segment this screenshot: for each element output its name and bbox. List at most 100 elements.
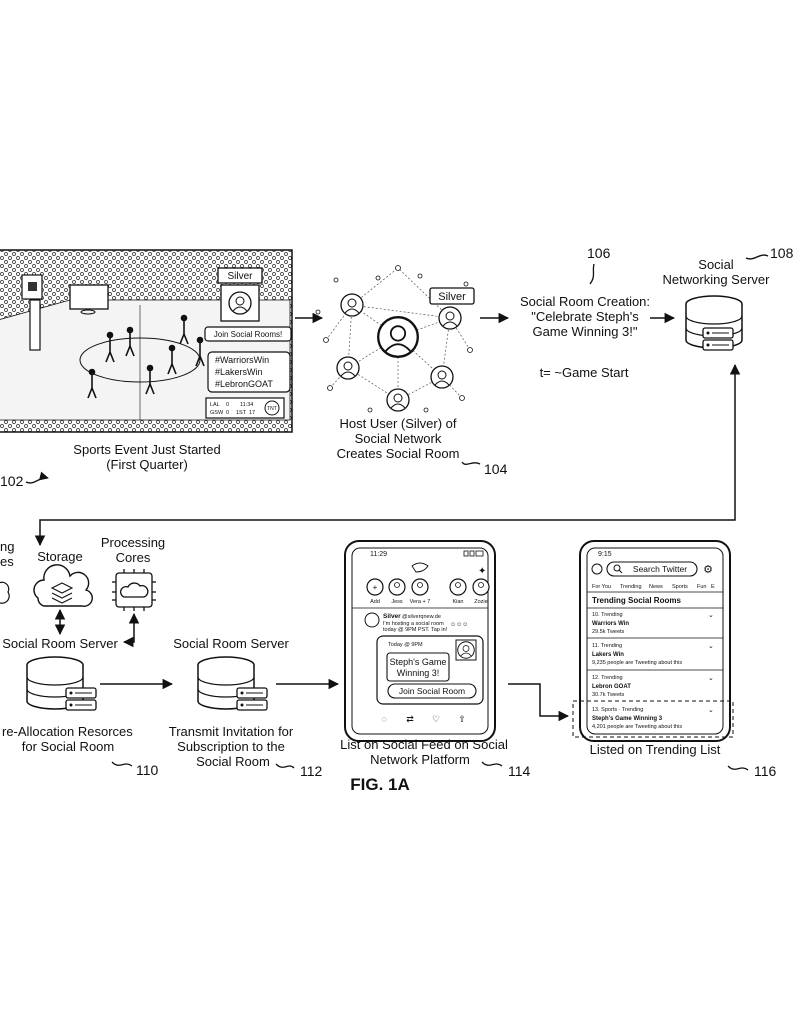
- trend-item[interactable]: 11. Trending Lakers Win 9,235 people are…: [587, 637, 723, 666]
- resources-caption-2: for Social Room: [22, 739, 114, 754]
- story-label-kian: Kian: [452, 599, 463, 605]
- feed-caption-1: List on Social Feed on Social: [340, 737, 508, 752]
- post-text-2: today @ 9PM PST. Tap in!: [383, 627, 448, 633]
- backboard: [69, 284, 109, 310]
- trend-meta: 12. Trending: [592, 675, 623, 681]
- partial-label-1: ng: [0, 539, 14, 554]
- silver-tag: [217, 267, 263, 284]
- sports-caption-1: Sports Event Just Started: [73, 442, 220, 457]
- storage-layers-icon: [50, 582, 74, 604]
- scoreboard-lal: LAL: [210, 402, 220, 408]
- ref-116-leader: [727, 765, 749, 771]
- reply-icon[interactable]: ◌: [381, 714, 386, 724]
- join-social-rooms-label: Join Social Rooms!: [214, 330, 282, 339]
- invite-caption-1: Transmit Invitation for: [169, 724, 294, 739]
- story-zozie[interactable]: [472, 578, 490, 596]
- trend-count: 4,201 people are Tweeting about this: [592, 724, 682, 730]
- sports-caption-2: (First Quarter): [106, 457, 188, 472]
- like-icon[interactable]: ♡: [432, 714, 440, 724]
- member-avatar-2: [438, 306, 462, 330]
- processor-chip-icon: [112, 569, 156, 611]
- share-icon[interactable]: ⇧: [458, 714, 466, 724]
- partial-resource-icon: [0, 581, 10, 604]
- trend-chevron-icon[interactable]: ⌄: [708, 643, 714, 650]
- join-social-rooms-button[interactable]: [204, 326, 292, 342]
- card-host-avatar-icon: [457, 641, 475, 659]
- ref-110: 110: [136, 762, 159, 778]
- tab-sports[interactable]: Sports: [672, 584, 688, 590]
- search-icon: [613, 564, 621, 572]
- server108-line-2: Networking Server: [663, 272, 771, 287]
- partial-label-2: es: [0, 554, 14, 569]
- emoji-icons: ☺☺☺: [450, 622, 468, 628]
- cores-arrow: [122, 612, 140, 648]
- tab-fun[interactable]: Fun: [697, 584, 706, 590]
- trend-item[interactable]: 12. Trending Lebron GOAT 30.7k Tweets ⌄: [587, 669, 723, 698]
- hashtag-1: #WarriorsWin: [215, 355, 269, 365]
- ref-112-leader: [275, 763, 295, 769]
- trend-chevron-icon[interactable]: ⌄: [708, 675, 714, 682]
- tab-news[interactable]: News: [649, 584, 663, 590]
- sparkle-icon[interactable]: ✦: [478, 566, 486, 577]
- trend-title: Lakers Win: [592, 652, 624, 658]
- story-label-jess: Jess: [391, 599, 403, 605]
- bird-icon: [411, 562, 429, 573]
- story-label-add: Add: [370, 599, 380, 605]
- host-avatar: [377, 316, 419, 358]
- trend-status-time: 9:15: [598, 551, 612, 558]
- trend-count: 30.7k Tweets: [592, 692, 625, 698]
- ref-114-leader: [481, 761, 503, 767]
- server108-line-1: Social: [698, 257, 734, 272]
- trend-title: Warriors Win: [592, 621, 629, 627]
- scoreboard-lal-score: 0: [226, 402, 229, 408]
- story-add[interactable]: [366, 578, 384, 596]
- storage-label: Storage: [37, 549, 83, 564]
- connector-108-110: [34, 363, 741, 547]
- trend-item[interactable]: 13. Sports · Trending Steph's Game Winni…: [592, 707, 714, 730]
- ref-106: 106: [587, 245, 611, 261]
- join-social-room-button[interactable]: [387, 683, 477, 699]
- add-story-icon: +: [373, 583, 378, 592]
- silver-host-tag: [429, 287, 475, 305]
- trend-chevron-icon[interactable]: ⌄: [708, 707, 714, 714]
- story-jess[interactable]: [388, 578, 406, 596]
- arrow-114-116: [508, 683, 570, 722]
- scoreboard-gsw-score: 0: [226, 410, 229, 416]
- story-kian[interactable]: [449, 578, 467, 596]
- invite-caption-2: Subscription to the: [177, 739, 285, 754]
- story-vera[interactable]: [411, 578, 429, 596]
- settings-gear-icon[interactable]: ⚙: [703, 564, 713, 576]
- ref-116: 116: [754, 763, 777, 779]
- profile-avatar[interactable]: [591, 563, 603, 575]
- figure-label: FIG. 1A: [350, 775, 410, 794]
- member-avatar-5: [386, 388, 410, 412]
- member-avatar-1: [340, 293, 364, 317]
- feed-status-icons: [463, 550, 484, 557]
- scoreboard-gsw: GSW: [210, 410, 224, 416]
- social-feed-phone: 11:29 ✦ + Add Jess Vera + 7 Kian Zozie S…: [344, 540, 496, 742]
- cores-label-1: Processing: [101, 535, 165, 550]
- tab-e[interactable]: E: [711, 584, 715, 590]
- sports-event-panel: Silver Join Social Rooms! #WarriorsWin #…: [0, 249, 293, 433]
- trend-chevron-icon[interactable]: ⌄: [708, 612, 714, 619]
- ref-112: 112: [300, 763, 323, 779]
- tnt-label: TNT: [267, 406, 277, 412]
- story-label-vera: Vera + 7: [410, 599, 431, 605]
- trend-count: 29.5k Tweets: [592, 629, 625, 635]
- tab-for-you[interactable]: For You: [592, 584, 611, 590]
- trending-phone: 9:15 Search Twitter ⚙ For You Trending N…: [572, 540, 734, 742]
- tab-trending[interactable]: Trending: [620, 584, 642, 590]
- search-bar[interactable]: [606, 561, 698, 577]
- author-avatar[interactable]: [364, 612, 380, 628]
- ref-110-leader: [111, 761, 133, 767]
- invite-caption-3: Social Room: [196, 754, 270, 769]
- hashtag-2: #LakersWin: [215, 367, 263, 377]
- trend-item[interactable]: 10. Trending Warriors Win 29.5k Tweets ⌄: [587, 607, 723, 635]
- trend-meta: 11. Trending: [592, 643, 622, 649]
- stories-row: + Add Jess Vera + 7 Kian Zozie: [366, 578, 490, 605]
- creation-line-2: "Celebrate Steph's: [531, 309, 639, 324]
- network-caption-1: Host User (Silver) of: [339, 416, 456, 431]
- member-avatar-3: [336, 356, 360, 380]
- retweet-icon[interactable]: ⇄: [406, 714, 414, 724]
